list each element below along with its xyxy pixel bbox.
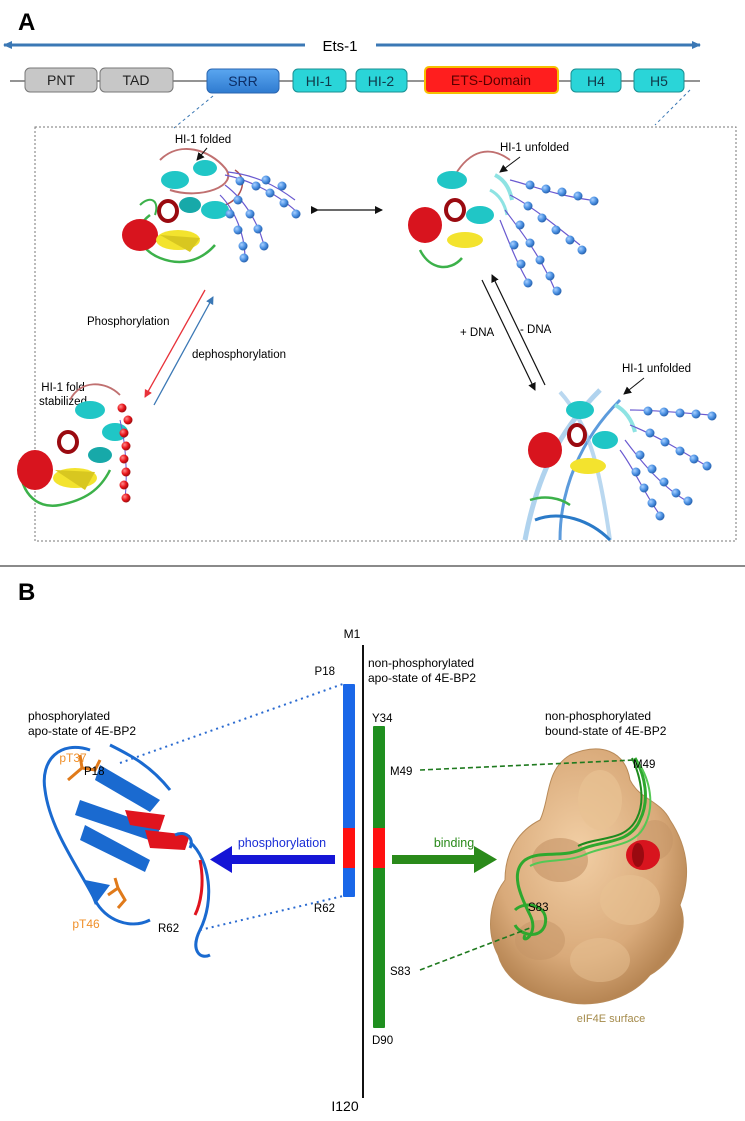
ets1-structure-phosphorylated [17,383,128,508]
svg-text:PNT: PNT [47,72,75,88]
svg-text:HI-1: HI-1 [306,73,333,89]
domain-hi1: HI-1 [292,68,347,93]
p18-map-line [119,683,344,764]
domain-hi2: HI-2 [355,68,408,93]
bound-4ebp2-ribbon [513,757,660,941]
pt37-sidechain [67,754,102,782]
left-title-1: phosphorylated [28,709,110,723]
s83-map-line [419,927,531,971]
pt46-sidechain [107,877,127,909]
right-title-2: bound-state of 4E-BP2 [545,724,667,738]
dephosphorylation-label: dephosphorylation [192,349,286,361]
domain-h5: H5 [633,68,685,93]
ets1-structure-unfolded [408,150,514,269]
nonphospho-bar-highlight [373,828,385,868]
right-title-1: non-phosphorylated [545,709,651,723]
hi1-fold-stabilized-label-2: stabilized [39,396,87,408]
minus-dna-arrow [491,274,546,386]
domain-h4: H4 [570,68,622,93]
ets1-structure-folded [122,147,244,264]
pt37-label: pT37 [59,751,87,765]
minus-dna-label: - DNA [520,324,552,336]
phospho-4ebp2-structure [42,743,211,958]
binding-label: binding [434,836,474,850]
svg-text:H5: H5 [650,73,668,89]
hi1-unfolded-bottom-label: HI-1 unfolded [622,363,691,375]
p18-label: P18 [84,766,104,778]
ets1-structure-dna-bound [522,388,637,542]
phosphorylation-label: Phosphorylation [87,316,169,328]
domain-pnt: PNT [24,67,98,93]
panel-b-label: B [18,579,35,606]
ets1-tail-spheres-2 [499,179,599,296]
hi1-unfolded-bottom-pointer [623,377,645,395]
phosphorylation-b-label: phosphorylation [238,836,326,850]
svg-text:ETS-Domain: ETS-Domain [451,72,531,88]
hi1-folded-pointer [196,147,208,161]
hi1-unfolded-top-label: HI-1 unfolded [500,142,569,154]
panel-a-label: A [18,9,35,36]
middle-title-2: apo-state of 4E-BP2 [368,671,476,685]
p18-bar-label: P18 [315,666,335,678]
m49-map-line [419,759,636,771]
phosphorylation-arrow-b [210,846,335,873]
ets1-tail-spheres-4 [619,406,717,521]
r62-label: R62 [158,923,179,935]
left-title-2: apo-state of 4E-BP2 [28,724,136,738]
zoom-line-left [173,95,214,129]
ets1-label: Ets-1 [322,38,357,55]
eif4e-surface [490,748,688,1005]
r62-map-line [199,895,344,931]
svg-text:H4: H4 [587,73,605,89]
m49-label: M49 [633,759,655,771]
hi1-folded-label: HI-1 folded [175,134,231,146]
middle-title-1: non-phosphorylated [368,656,474,670]
i120-label: I120 [331,1098,358,1114]
m1-label: M1 [344,627,361,641]
nonphospho-bar [373,726,385,1028]
ets1-red-spheres [117,403,133,503]
d90-label: D90 [372,1035,393,1047]
hi1-fold-stabilized-label-1: HI-1 fold [41,382,84,394]
zoom-line-right [654,89,691,126]
r62-bar-label: R62 [314,903,335,915]
binding-arrow [392,846,497,873]
ets1-tail-spheres-1 [219,171,301,263]
svg-text:HI-2: HI-2 [368,73,395,89]
domain-srr: SRR [206,68,280,94]
svg-text:SRR: SRR [228,73,258,89]
phospho-bar-highlight [343,828,355,868]
plus-dna-label: + DNA [460,327,495,339]
domain-ets: ETS-Domain [424,66,559,94]
svg-text:TAD: TAD [123,72,150,88]
dephosphorylation-arrow [153,296,214,406]
s83-bar-label: S83 [390,966,410,978]
domain-tad: TAD [99,67,174,93]
eif4e-label: eIF4E surface [577,1013,645,1025]
structure-box [34,126,737,542]
hi1-unfolded-top-pointer [499,156,521,173]
m49-bar-label: M49 [390,766,412,778]
plus-dna-arrow [481,279,536,391]
y34-label: Y34 [372,713,393,725]
pt46-label: pT46 [72,917,100,931]
phosphorylation-arrow [144,289,206,398]
s83-label: S83 [528,902,548,914]
